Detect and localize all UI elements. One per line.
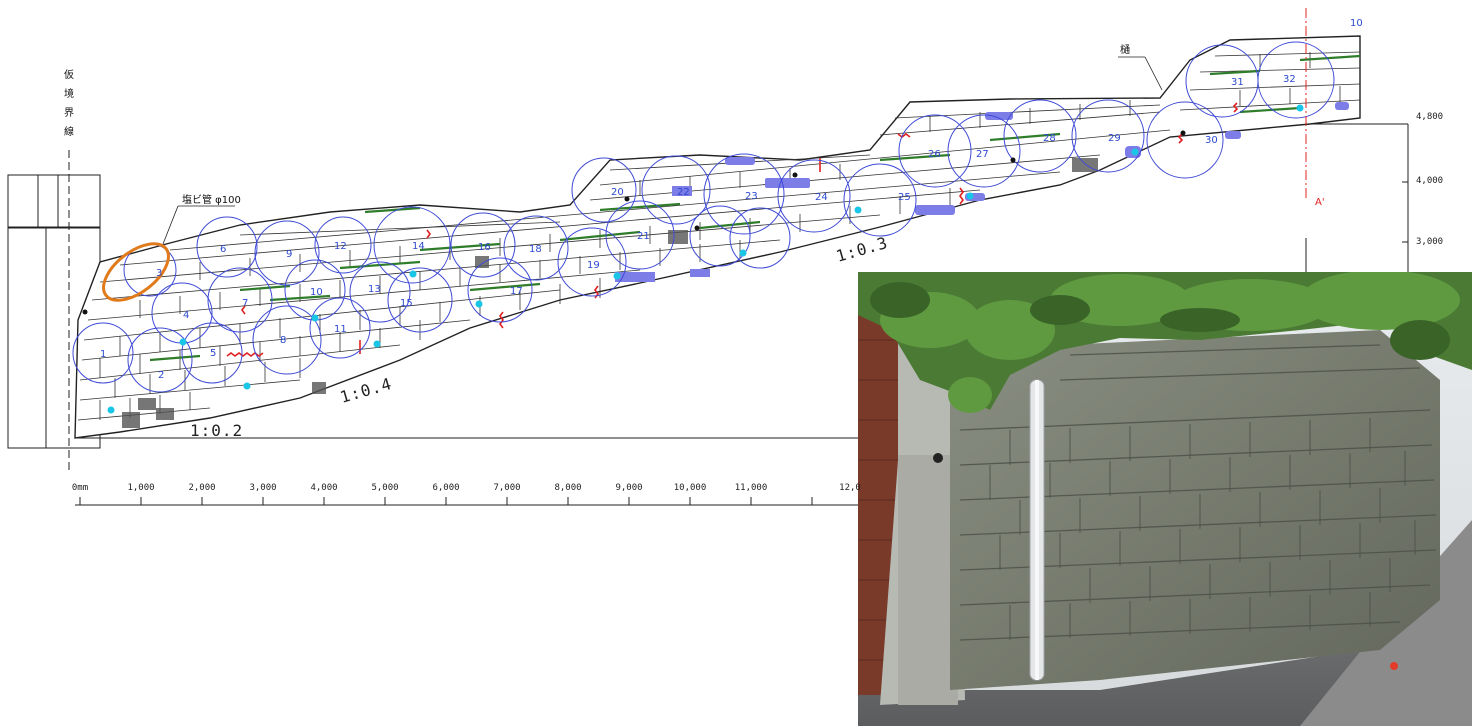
- pvc-pipe-highlight: [102, 242, 170, 302]
- pvc-pipe-leader: [162, 205, 179, 245]
- circle-label: 12: [334, 241, 347, 252]
- drain-leader: [1144, 56, 1163, 91]
- inspection-circles: [72, 41, 1335, 393]
- boundary-label-char: 仮: [64, 70, 74, 81]
- circle-label: 24: [815, 192, 828, 203]
- circle-label: 17: [510, 286, 523, 297]
- circle-label: 27: [976, 149, 989, 160]
- slope-label-3: 1:0.3: [834, 233, 890, 266]
- boundary-label-char: 界: [64, 108, 74, 119]
- circle-label: 13: [368, 284, 381, 295]
- drain-label: 樋: [1120, 43, 1130, 56]
- circle-label: 26: [928, 149, 941, 160]
- scale-tick-label: 3,000: [249, 483, 277, 493]
- circle-label: 29: [1108, 133, 1121, 144]
- scale-tick-label: 10,000: [673, 483, 707, 493]
- stone-retaining-wall-photo: [858, 272, 1472, 726]
- top-right-label: 10: [1350, 18, 1363, 29]
- circle-label: 9: [286, 249, 292, 260]
- boundary-label-char: 線: [64, 127, 74, 138]
- circle-label: 30: [1205, 135, 1218, 146]
- circle-label: 28: [1043, 133, 1056, 144]
- circle-label: 2: [158, 370, 164, 381]
- hatched-stones: [122, 158, 1098, 428]
- circle-label: 1: [100, 349, 106, 360]
- scale-tick-label: 11,000: [734, 483, 768, 493]
- elevation-label: 3,000: [1416, 237, 1444, 247]
- scale-ticks: [79, 497, 813, 505]
- pvc-pipe-label: 塩ビ管 φ100: [182, 193, 241, 206]
- scale-tick-label: 4,000: [310, 483, 338, 493]
- circle-label: 14: [412, 241, 425, 252]
- boundary-label: 仮 境 界 線: [62, 66, 76, 142]
- circle-label: 18: [529, 244, 542, 255]
- circle-label: 7: [242, 298, 248, 309]
- circle-label: 25: [898, 192, 911, 203]
- scale-tick-label: 0mm: [71, 483, 89, 493]
- elevation-label: 4,800: [1416, 112, 1444, 122]
- scale-tick-label: 1,000: [127, 483, 155, 493]
- circle-label: 6: [220, 244, 226, 255]
- circle-label: 4: [183, 310, 189, 321]
- elevation-label: 4,000: [1416, 176, 1444, 186]
- scale-tick-label: 7,000: [493, 483, 521, 493]
- scale-tick-label: 12,0: [839, 483, 861, 493]
- circle-label: 5: [210, 348, 216, 359]
- circle-label: 3: [156, 268, 162, 279]
- scale-tick-label: 2,000: [188, 483, 216, 493]
- circle-label: 15: [400, 298, 413, 309]
- circle-label: 22: [677, 187, 690, 198]
- circle-labels: 1 2 3 4 5 6 7 8 9 10 11 12 13 14 15 16 1…: [100, 74, 1296, 381]
- circle-label: 20: [611, 187, 624, 198]
- moss-marks: [149, 54, 1361, 362]
- defect-patches: [615, 102, 1349, 282]
- circle-label: 21: [637, 231, 650, 242]
- scale-tick-label: 6,000: [432, 483, 460, 493]
- circle-label: 16: [478, 242, 491, 253]
- black-markers: [82, 130, 1186, 315]
- scale-tick-label: 9,000: [615, 483, 643, 493]
- circle-label: 11: [334, 324, 347, 335]
- scale-tick-label: 8,000: [554, 483, 582, 493]
- slope-label-1: 1:0.2: [190, 421, 243, 440]
- circle-label: 19: [587, 260, 600, 271]
- scale-tick-label: 5,000: [371, 483, 399, 493]
- circle-label: 31: [1231, 77, 1244, 88]
- circle-label: 32: [1283, 74, 1296, 85]
- section-mark: A': [1315, 197, 1325, 208]
- circle-label: 8: [280, 335, 286, 346]
- circle-label: 10: [310, 287, 323, 298]
- boundary-label-char: 境: [64, 89, 74, 100]
- circle-label: 23: [745, 191, 758, 202]
- measurement-points: [107, 104, 1304, 414]
